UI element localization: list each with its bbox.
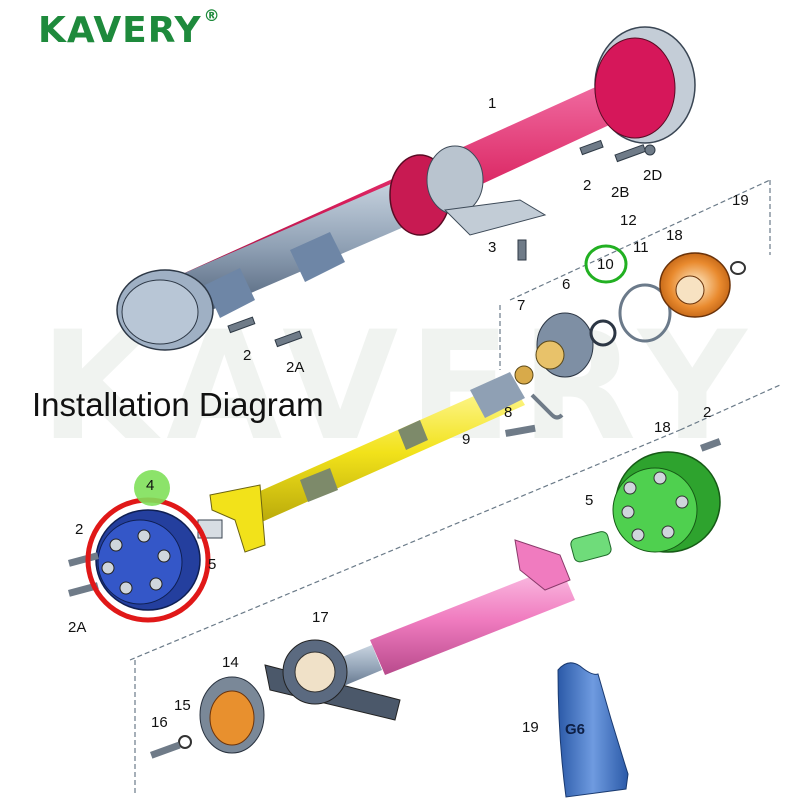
label-part-16: 16: [151, 714, 168, 731]
label-part-2-left: 2: [243, 347, 252, 364]
label-part-19-tube: 19: [522, 719, 539, 736]
label-part-12: 12: [620, 212, 637, 229]
shaft-assembly-middle: [197, 372, 525, 553]
shaft-assembly-bottom: [310, 539, 575, 695]
grease-tube-19: [557, 662, 629, 798]
label-part-18-right: 18: [654, 419, 671, 436]
label-part-19-top: 19: [732, 192, 749, 209]
label-part-6: 6: [562, 276, 571, 293]
flex-disc-green: [612, 438, 722, 553]
highlight-dot-part-4: [134, 470, 170, 506]
shaft-assembly-top: [116, 26, 696, 351]
label-part-2a-flange: 2A: [68, 619, 87, 636]
label-part-18-top: 18: [666, 227, 683, 244]
label-part-7: 7: [517, 297, 526, 314]
label-part-2-top: 2: [583, 177, 592, 194]
tube-label-text: G6: [565, 721, 586, 738]
label-part-10: 10: [597, 256, 614, 273]
bearing-cluster: [504, 283, 672, 437]
label-part-5-left: 5: [208, 556, 217, 573]
label-part-2b: 2B: [611, 184, 630, 201]
label-part-11: 11: [633, 239, 649, 256]
label-part-3: 3: [488, 239, 497, 256]
bolts-top: [227, 139, 656, 348]
bearing-orange-18: [659, 252, 746, 318]
registered-mark: ®: [203, 6, 221, 25]
label-part-5-right: 5: [585, 492, 594, 509]
brand-logo: KAVERY®: [38, 6, 221, 51]
bearing-14: [150, 676, 265, 759]
label-part-9: 9: [462, 431, 471, 448]
bushing-green-5: [570, 531, 612, 563]
label-part-15: 15: [174, 697, 191, 714]
label-part-4: 4: [146, 477, 155, 494]
label-part-1: 1: [488, 95, 497, 112]
diagram-title: Installation Diagram: [32, 386, 324, 423]
center-bearing-17: [264, 639, 401, 721]
label-part-8: 8: [504, 404, 513, 421]
label-part-2a-left: 2A: [286, 359, 305, 376]
label-part-2-right: 2: [703, 404, 712, 421]
highlight-circle-part-10: [584, 244, 628, 284]
brand-name: KAVERY: [38, 10, 202, 51]
label-part-14: 14: [222, 654, 239, 671]
label-part-2-flange: 2: [75, 521, 84, 538]
assembly-guide-lines: [129, 179, 781, 795]
label-part-17: 17: [312, 609, 329, 626]
label-part-2d: 2D: [643, 167, 663, 184]
flex-disc-blue-4: [67, 509, 201, 611]
